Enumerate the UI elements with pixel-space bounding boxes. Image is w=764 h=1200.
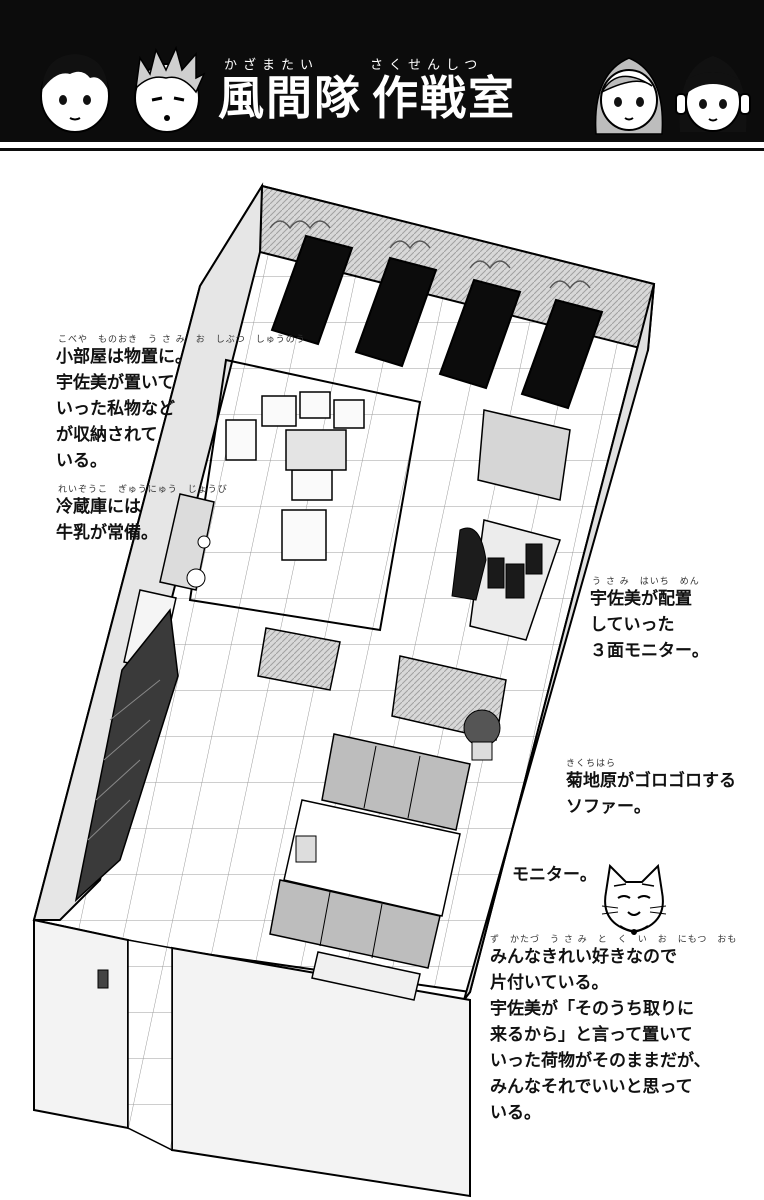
chibi-face-long-hair-icon [594, 57, 664, 135]
potted-plant [463, 709, 501, 761]
sofa-lower [269, 879, 441, 969]
office-chair [451, 527, 487, 601]
page-title-left: 風間隊 [218, 71, 362, 125]
title-ruby-right: さくせんしつ [370, 58, 484, 73]
cat-mascot-icon [601, 863, 667, 935]
kitchen-counter [159, 493, 215, 591]
header-divider [0, 148, 764, 151]
sofa-upper [321, 733, 471, 831]
note-storage-ruby: こべや ものおき う さ み お しぶつ しゅうのう [58, 335, 306, 345]
chibi-face-spiky-hair-icon [134, 45, 206, 133]
note-monitors-ruby: う さ み はいち めん [592, 577, 700, 587]
note-monitors: 宇佐美が配置 していった ３面モニター。 [590, 589, 709, 661]
note-tidy-ruby: ず かたづ う さ み と く い お にもつ おも [490, 935, 738, 945]
triple-monitor [487, 543, 543, 599]
header-band: かざまたい さくせんしつ 風間隊 作戦室 [0, 0, 764, 142]
left-wall [32, 182, 264, 921]
front-wall-left [33, 918, 129, 1130]
note-fridge: 冷蔵庫には 牛乳が常備。 [56, 497, 158, 543]
door-switch [97, 969, 109, 989]
note-tidy: みんなきれい好きなので 片付いている。 宇佐美が「そのうち取りに 来るから」と言… [490, 947, 711, 1123]
cabinet [477, 409, 571, 501]
chibi-face-dark-hair-icon [40, 54, 110, 133]
curtain-rail [269, 220, 591, 290]
note-storage: 小部屋は物置に。 宇佐美が置いて いった私物など が収納されて いる。 [56, 347, 192, 471]
note-fridge-ruby: れいぞうこ ぎゅうにゅう じょうび [58, 485, 228, 495]
note-sofa: 菊地原がゴロゴロする ソファー。 [566, 771, 736, 817]
note-sofa-ruby: きくちはら [566, 759, 617, 769]
partition-wall-mid [257, 627, 341, 691]
coffee-table [283, 799, 461, 917]
bed-row [270, 234, 604, 410]
title-ruby-left: かざまたい [224, 58, 320, 73]
doorway [127, 939, 173, 1152]
note-monitor: モニター。 [512, 865, 597, 885]
tv-stand [311, 951, 421, 1001]
chibi-face-headset-icon [675, 56, 751, 132]
room-illustration [32, 182, 656, 1198]
storage-boxes [225, 391, 365, 561]
page-title-right: 作戦室 [372, 71, 516, 125]
